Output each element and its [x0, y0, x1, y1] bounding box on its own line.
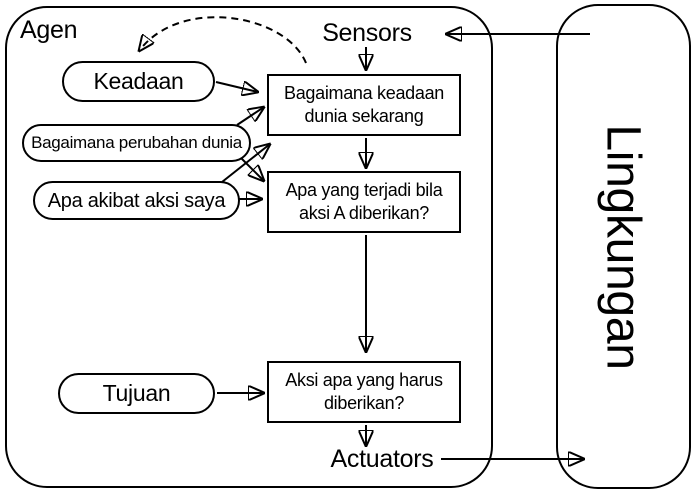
node-perubahan-dunia-text: Bagaimana perubahan dunia	[31, 132, 242, 152]
node-prediction-line1: Apa yang terjadi bila	[285, 179, 443, 200]
node-akibat-aksi: Apa akibat aksi saya	[33, 181, 240, 220]
node-prediction-line2: aksi A diberikan?	[299, 203, 429, 223]
agent-boundary	[5, 6, 493, 488]
node-tujuan-text: Tujuan	[102, 379, 171, 406]
actuators-label: Actuators	[330, 445, 434, 473]
node-prediction: Apa yang terjadi bila aksi A diberikan?	[267, 171, 461, 233]
node-world-state: Bagaimana keadaan dunia sekarang	[267, 74, 461, 136]
agent-label: Agen	[20, 16, 78, 44]
node-action-choice-line2: diberikan?	[323, 393, 405, 413]
node-world-state-line2: dunia sekarang	[304, 106, 424, 126]
node-action-choice: Aksi apa yang harus diberikan?	[267, 361, 461, 423]
sensors-label: Sensors	[322, 19, 412, 47]
node-keadaan: Keadaan	[62, 61, 215, 102]
node-action-choice-line1: Aksi apa yang harus	[285, 369, 443, 390]
node-keadaan-text: Keadaan	[93, 67, 184, 94]
node-tujuan: Tujuan	[58, 373, 215, 414]
environment-label: Lingkungan	[596, 124, 650, 370]
node-akibat-aksi-text: Apa akibat aksi saya	[47, 189, 226, 212]
environment-boundary	[556, 4, 691, 489]
node-world-state-line1: Bagaimana keadaan	[283, 82, 445, 103]
node-perubahan-dunia: Bagaimana perubahan dunia	[22, 124, 251, 162]
